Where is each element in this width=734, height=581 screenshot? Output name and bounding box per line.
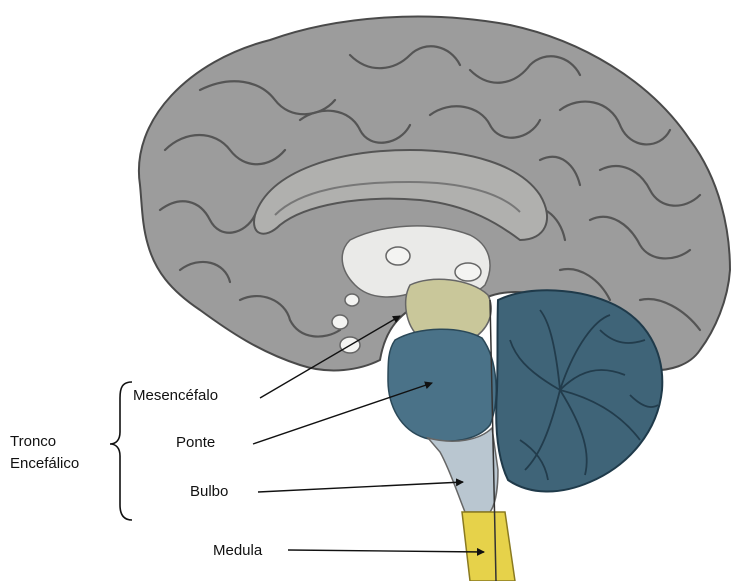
label-mesencefalo: Mesencéfalo <box>133 387 218 404</box>
label-medula: Medula <box>213 542 263 559</box>
label-bulbo: Bulbo <box>190 483 228 500</box>
medulla-oblongata-region <box>428 428 498 512</box>
leader-line-medula <box>288 550 484 552</box>
cerebellum <box>496 290 662 491</box>
spinal-cord-region <box>462 512 515 581</box>
label-ponte: Ponte <box>176 434 215 451</box>
group-label-line2: Encefálico <box>10 455 79 472</box>
brainstem-bracket <box>110 382 132 520</box>
group-label-line1: Tronco <box>10 433 56 450</box>
leader-line-bulbo <box>258 482 463 492</box>
pons-region <box>388 329 496 441</box>
